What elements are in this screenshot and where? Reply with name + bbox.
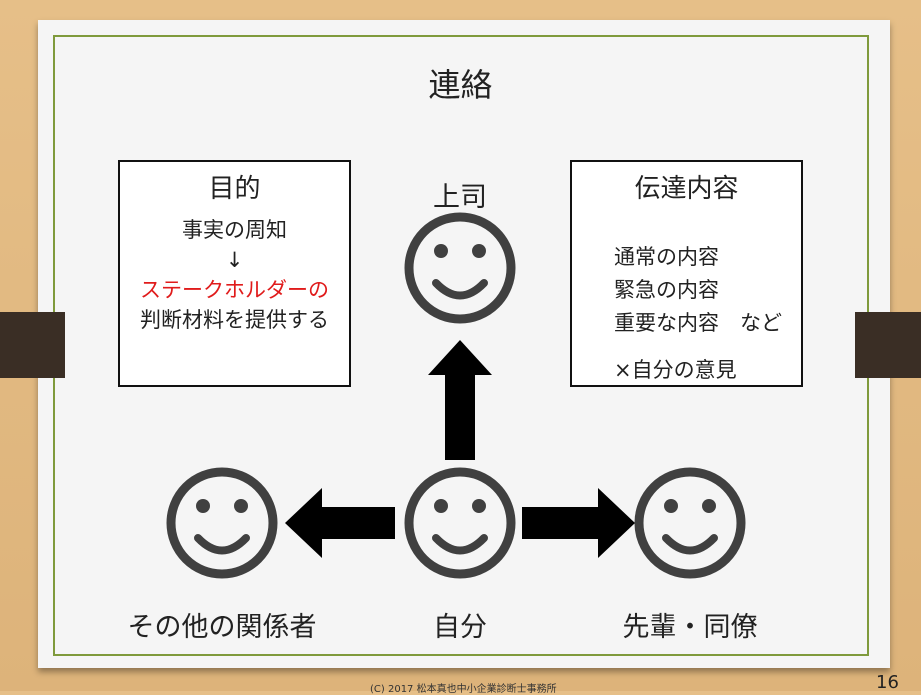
purpose-line1: 事実の周知 xyxy=(182,218,287,242)
up-arrow-icon xyxy=(428,340,492,460)
purpose-heading: 目的 xyxy=(208,174,261,204)
left-arrow-icon xyxy=(285,488,395,558)
self-face-icon xyxy=(404,467,516,579)
slide-title: 連絡 xyxy=(428,66,493,104)
content-item: 通常の内容 xyxy=(614,245,719,269)
content-box: 伝達内容 通常の内容 緊急の内容 重要な内容 など ×自分の意見 xyxy=(570,160,803,387)
peers-label: 先輩・同僚 xyxy=(622,612,758,643)
content-heading: 伝達内容 xyxy=(634,174,739,204)
page-number: 16 xyxy=(876,672,899,693)
peers-face-icon xyxy=(634,467,746,579)
right-arrow-icon xyxy=(522,488,635,558)
content-exclusion: ×自分の意見 xyxy=(614,358,737,382)
others-face-icon xyxy=(166,467,278,579)
purpose-line2: ステークホルダーの xyxy=(140,278,329,302)
right-binder-tab xyxy=(855,312,921,378)
boss-label: 上司 xyxy=(433,182,487,213)
others-label: その他の関係者 xyxy=(127,612,317,643)
content-item: 緊急の内容 xyxy=(614,278,719,302)
down-arrow: ↓ xyxy=(225,248,244,272)
purpose-line3: 判断材料を提供する xyxy=(140,308,329,332)
boss-face-icon xyxy=(404,212,516,324)
content-item: 重要な内容 など xyxy=(614,311,782,335)
self-label: 自分 xyxy=(433,612,487,643)
left-binder-tab xyxy=(0,312,65,378)
purpose-box: 目的 事実の周知 ↓ ステークホルダーの 判断材料を提供する xyxy=(118,160,351,387)
copyright-footer: (C) 2017 松本真也中小企業診断士事務所 xyxy=(370,684,557,695)
